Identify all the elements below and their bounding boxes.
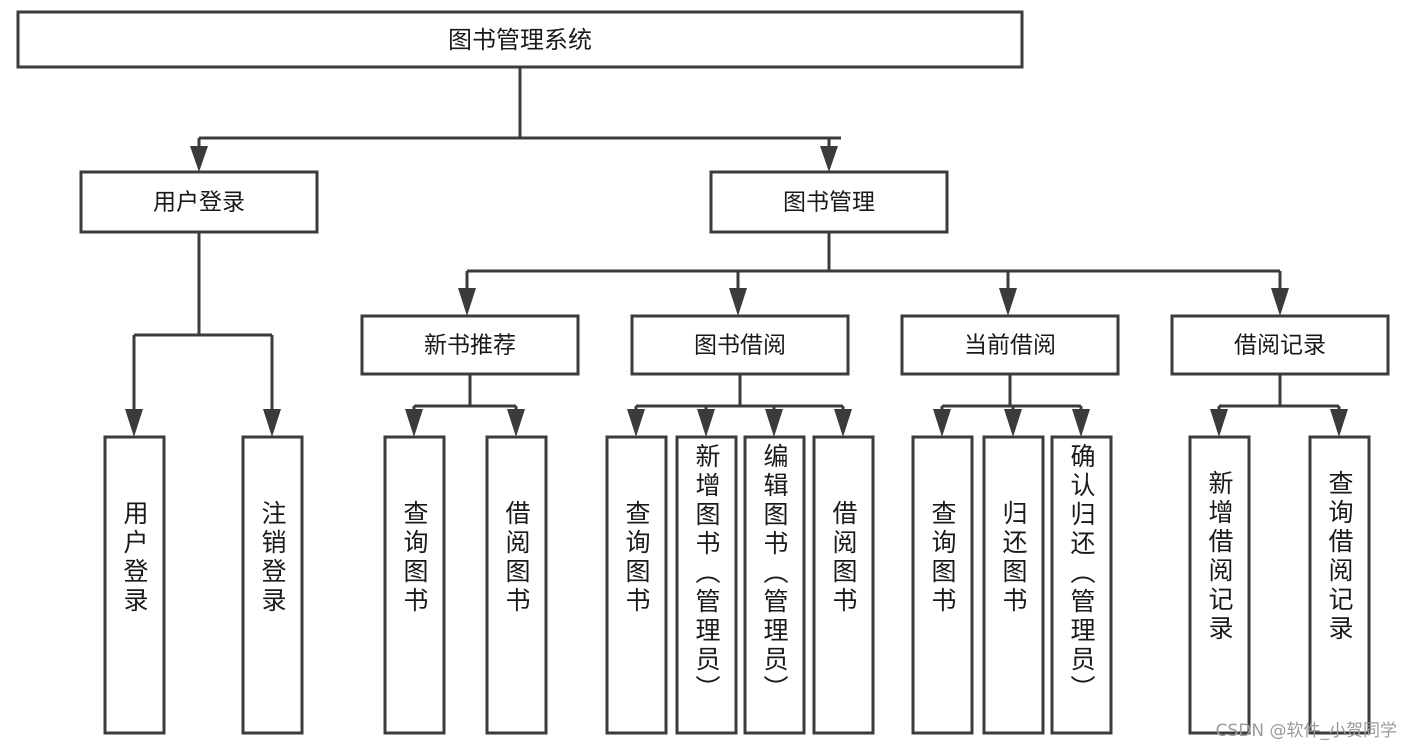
leaf-box[interactable]: [812, 435, 875, 735]
arrow-head-icon: [933, 409, 951, 437]
leaf-box[interactable]: [485, 435, 548, 735]
arrow-head-icon: [627, 409, 645, 437]
node-borrow-record[interactable]: 借阅记录: [1170, 314, 1390, 376]
arrow-head-icon: [834, 409, 852, 437]
connector-borrow-record-to-leaves: [1210, 374, 1348, 437]
connector-book-borrow-to-leaves: [627, 374, 852, 437]
node-book-management-label: 图书管理: [783, 190, 875, 216]
connector-user-login-to-leaves: [125, 232, 281, 437]
csdn-watermark: CSDN @软件_小贺同学: [1215, 721, 1397, 741]
connector-current-borrow-to-leaves: [933, 374, 1090, 437]
leaf-box[interactable]: [675, 435, 738, 735]
leaf-box[interactable]: [1188, 435, 1251, 735]
arrow-head-icon: [263, 409, 281, 437]
node-new-book-recommend[interactable]: 新书推荐: [360, 314, 580, 376]
leaf-box[interactable]: [1050, 435, 1113, 735]
arrow-head-icon: [1330, 409, 1348, 437]
node-user-login[interactable]: 用户登录: [79, 170, 319, 234]
node-book-borrow-label: 图书借阅: [694, 333, 786, 359]
arrow-head-icon: [999, 288, 1017, 316]
arrow-head-icon: [820, 146, 838, 172]
node-borrow-record-label: 借阅记录: [1234, 333, 1326, 359]
arrow-head-icon: [190, 146, 208, 172]
arrow-head-icon: [507, 409, 525, 437]
leaf-box[interactable]: [383, 435, 446, 735]
arrow-head-icon: [458, 288, 476, 316]
arrow-head-icon: [125, 409, 143, 437]
node-root-system[interactable]: 图书管理系统: [16, 10, 1024, 69]
arrow-head-icon: [697, 409, 715, 437]
leaf-box[interactable]: [241, 435, 304, 735]
node-root-label: 图书管理系统: [448, 26, 592, 54]
leaf-box[interactable]: [605, 435, 668, 735]
arrow-head-icon: [1210, 409, 1228, 437]
leaf-box[interactable]: [743, 435, 806, 735]
connector-new-book-rec-to-leaves: [405, 374, 525, 437]
node-current-borrow-label: 当前借阅: [964, 333, 1056, 359]
arrow-head-icon: [405, 409, 423, 437]
node-book-management[interactable]: 图书管理: [709, 170, 949, 234]
arrow-head-icon: [1072, 409, 1090, 437]
leaf-box[interactable]: [103, 435, 166, 735]
node-user-login-label: 用户登录: [153, 190, 245, 216]
node-book-borrow[interactable]: 图书借阅: [630, 314, 850, 376]
arrow-head-icon: [729, 288, 747, 316]
arrow-head-icon: [765, 409, 783, 437]
leaf-box[interactable]: [982, 435, 1045, 735]
leaf-boxes: [103, 435, 1371, 735]
arrow-head-icon: [1004, 409, 1022, 437]
node-new-book-recommend-label: 新书推荐: [424, 333, 516, 359]
leaf-box[interactable]: [911, 435, 974, 735]
arrow-head-icon: [1271, 288, 1289, 316]
node-current-borrow[interactable]: 当前借阅: [900, 314, 1120, 376]
connector-book-mgmt-to-level3: [458, 232, 1289, 316]
leaf-box[interactable]: [1308, 435, 1371, 735]
connector-root-to-level2: [190, 67, 841, 172]
